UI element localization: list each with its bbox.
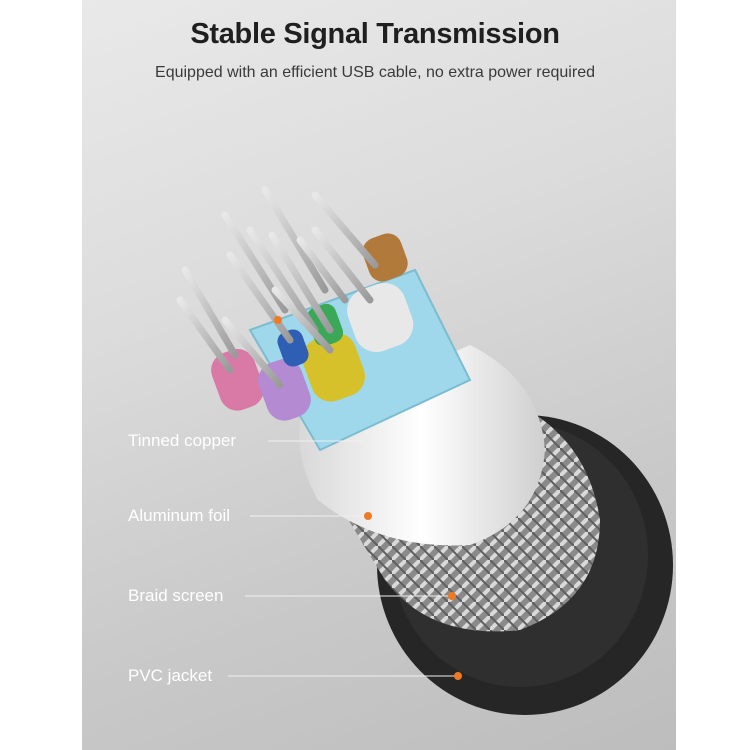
aluminum-foil-dot [364,512,372,520]
callout-aluminum-foil: Aluminum foil [128,506,231,525]
callout-braid-screen: Braid screen [128,586,224,605]
tinned-copper-dot [274,316,282,324]
page-title: Stable Signal Transmission [190,18,560,50]
page-subtitle: Equipped with an efficient USB cable, no… [155,64,595,81]
callout-leaders [228,440,458,677]
tinned-copper-strands [176,186,379,389]
insulated-conductors [211,233,472,452]
right-margin [676,0,750,750]
left-margin [0,0,82,750]
callout-dots [274,316,462,680]
pvc-jacket-dot [454,672,462,680]
callout-pvc-jacket: PVC jacket [128,666,213,685]
braid-screen-dot [448,592,456,600]
callout-tinned-copper: Tinned copper [128,431,237,450]
